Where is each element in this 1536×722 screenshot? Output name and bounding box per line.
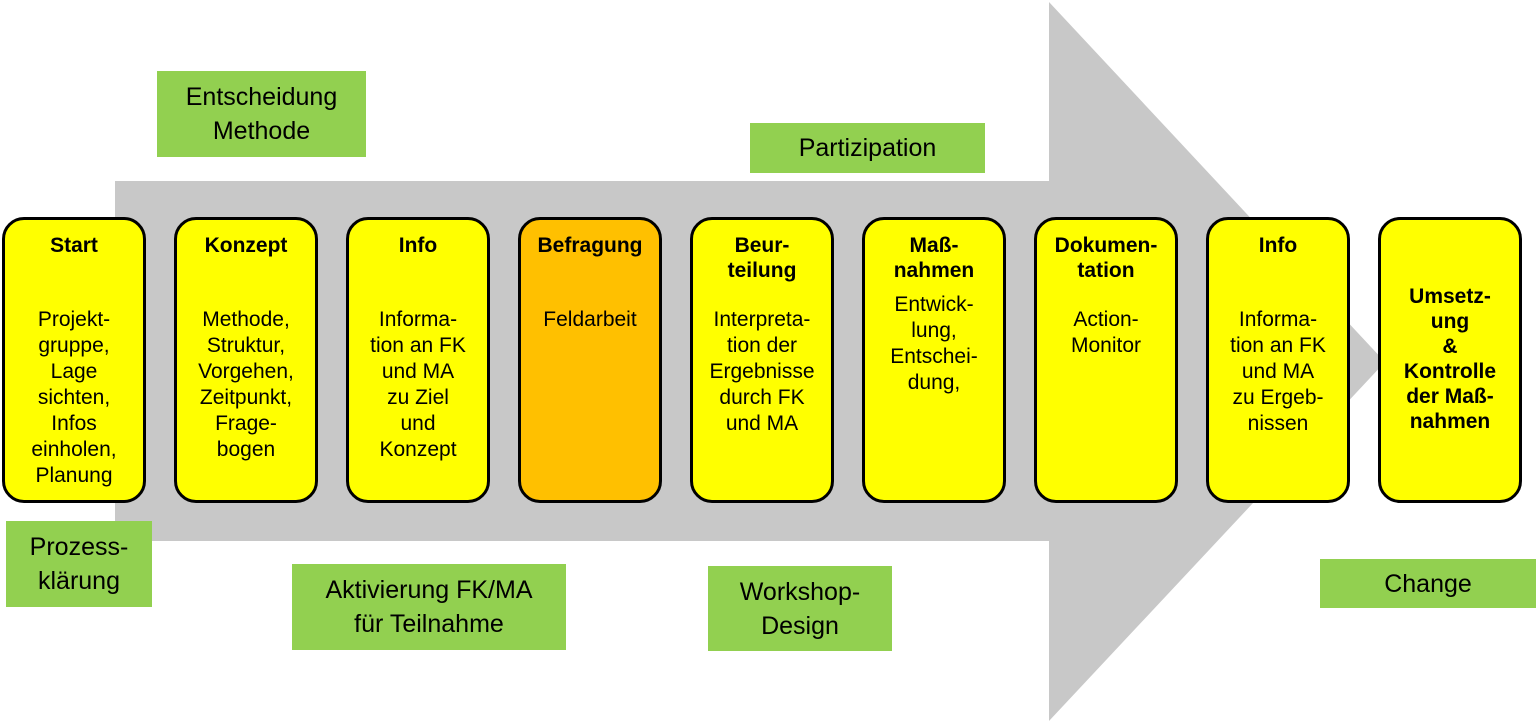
step-body: Methode, Struktur, Vorgehen, Zeitpunkt, …: [198, 308, 294, 461]
step-info-results: Info Informa- tion an FK und MA zu Ergeb…: [1206, 217, 1350, 503]
step-title: Start: [50, 234, 98, 257]
step-info: Info Informa- tion an FK und MA zu Ziel …: [346, 217, 490, 503]
step-body: Feldarbeit: [543, 308, 637, 331]
step-body: Entwick- lung, Entschei- dung,: [890, 293, 978, 394]
label-entscheidung-methode: Entscheidung Methode: [157, 71, 366, 157]
step-umsetzung: Umsetz- ung & Kontrolle der Maß- nahmen: [1378, 217, 1522, 503]
step-title: Umsetz- ung & Kontrolle der Maß- nahmen: [1403, 285, 1497, 433]
step-beurteilung: Beur- teilung Interpreta- tion der Ergeb…: [690, 217, 834, 503]
step-body: Interpreta- tion der Ergebnisse durch FK…: [709, 308, 815, 435]
step-befragung: Befragung Feldarbeit: [518, 217, 662, 503]
step-body: Projekt- gruppe, Lage sichten, Infos ein…: [31, 308, 117, 487]
step-title: Dokumen- tation: [1054, 234, 1158, 282]
label-workshop-design: Workshop- Design: [708, 566, 892, 651]
step-body: Informa- tion an FK und MA zu Ziel und K…: [370, 308, 466, 461]
label-aktivierung: Aktivierung FK/MA für Teilnahme: [292, 564, 566, 650]
step-title: Beur- teilung: [727, 234, 797, 282]
step-start: Start Projekt- gruppe, Lage sichten, Inf…: [2, 217, 146, 503]
step-konzept: Konzept Methode, Struktur, Vorgehen, Zei…: [174, 217, 318, 503]
label-prozessklaerung: Prozess- klärung: [6, 521, 152, 607]
label-partizipation: Partizipation: [750, 123, 985, 173]
step-title: Befragung: [537, 234, 643, 257]
step-body: Informa- tion an FK und MA zu Ergeb- nis…: [1230, 308, 1326, 435]
step-title: Info: [1258, 234, 1298, 257]
step-massnahmen: Maß- nahmen Entwick- lung, Entschei- dun…: [862, 217, 1006, 503]
step-dokumentation: Dokumen- tation Action- Monitor: [1034, 217, 1178, 503]
step-title: Info: [398, 234, 438, 257]
label-change: Change: [1320, 559, 1536, 608]
step-title: Maß- nahmen: [893, 234, 975, 282]
step-body: Action- Monitor: [1070, 308, 1142, 357]
step-title: Konzept: [204, 234, 288, 257]
